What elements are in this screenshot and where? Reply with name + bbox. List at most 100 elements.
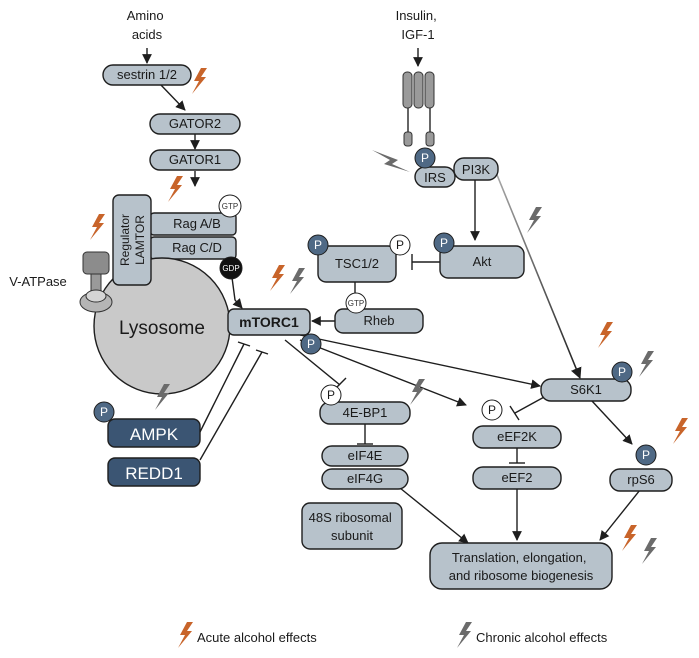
edge-ampk-mtorc1-bar xyxy=(237,341,251,347)
edge-s6k1-rps6 xyxy=(591,400,633,445)
svg-text:eEF2: eEF2 xyxy=(501,470,532,485)
rag-ab-node: Rag A/B xyxy=(149,212,237,236)
svg-text:4E-BP1: 4E-BP1 xyxy=(343,405,388,420)
phospho-ampk: P xyxy=(93,401,115,423)
v-atpase-label: V-ATPase xyxy=(9,274,67,289)
svg-text:LAMTOR: LAMTOR xyxy=(133,215,147,265)
chronic-bolt-icon xyxy=(642,538,657,564)
redd1-node: REDD1 xyxy=(107,457,201,487)
gdp-badge-rag: GDP xyxy=(219,256,243,280)
edge-redd1-mtorc1-bar xyxy=(255,349,269,355)
svg-text:P: P xyxy=(314,238,322,252)
edge-rps6-translation xyxy=(599,489,641,541)
irs-node: IRS xyxy=(414,166,456,188)
chronic-legend-bolt-icon xyxy=(457,622,472,648)
edge-s6k1-eef2k xyxy=(514,395,547,414)
eef2-node: eEF2 xyxy=(472,466,562,490)
acute-bolt-icon xyxy=(270,265,285,291)
acute-bolt-icon xyxy=(192,68,207,94)
chronic-bolt-icon xyxy=(372,150,410,172)
ampk-node: AMPK xyxy=(107,418,201,448)
edge-redd1-mtorc1 xyxy=(199,351,263,461)
edge-mtorc1-s6k1 xyxy=(299,334,541,389)
svg-text:eIF4E: eIF4E xyxy=(348,448,383,463)
svg-text:P: P xyxy=(100,405,108,419)
svg-text:GATOR2: GATOR2 xyxy=(169,116,221,131)
svg-text:Translation, elongation,: Translation, elongation, and ribosome bi… xyxy=(449,550,594,583)
eif4e-node: eIF4E xyxy=(321,445,409,467)
svg-text:Lysosome: Lysosome xyxy=(119,318,205,339)
svg-text:TSC1/2: TSC1/2 xyxy=(335,256,379,271)
mtorc1-node: mTORC1 xyxy=(227,308,311,336)
svg-text:GDP: GDP xyxy=(222,264,239,273)
chronic-bolt-icon xyxy=(527,207,542,233)
svg-text:P: P xyxy=(421,151,429,165)
phospho-4ebp1: P xyxy=(320,384,342,406)
eef2k-node: eEF2K xyxy=(472,425,562,449)
svg-text:Regulator: Regulator xyxy=(118,214,132,266)
svg-text:Rag A/B: Rag A/B xyxy=(173,216,221,231)
phospho-irs: P xyxy=(414,147,436,169)
svg-text:AMPK: AMPK xyxy=(130,425,179,444)
chronic-legend-label: Chronic alcohol effects xyxy=(476,630,608,645)
4ebp1-node: 4E-BP1 xyxy=(319,401,411,425)
acute-bolt-icon xyxy=(90,214,105,240)
acute-legend-label: Acute alcohol effects xyxy=(197,630,317,645)
edge-rag-mtorc1 xyxy=(230,269,243,309)
pi3k-node: PI3K xyxy=(453,157,499,181)
ribosomal-subunit-node: 48S ribosomal subunit xyxy=(301,502,403,550)
phospho-tsc-unfilled: P xyxy=(389,234,411,256)
svg-text:Rheb: Rheb xyxy=(363,313,394,328)
phospho-rps6: P xyxy=(635,444,657,466)
svg-text:S6K1: S6K1 xyxy=(570,382,602,397)
svg-text:P: P xyxy=(642,448,650,462)
svg-text:P: P xyxy=(396,238,404,252)
gator1-node: GATOR1 xyxy=(149,149,241,171)
insulin-label: Insulin, IGF-1 xyxy=(396,8,441,42)
svg-text:eEF2K: eEF2K xyxy=(497,429,537,444)
akt-node: Akt xyxy=(439,245,525,279)
amino-acids-label: Amino acids xyxy=(127,8,167,42)
phospho-akt: P xyxy=(433,232,455,254)
acute-legend-bolt-icon xyxy=(178,622,193,648)
svg-text:mTORC1: mTORC1 xyxy=(239,314,299,330)
phospho-eef2k: P xyxy=(481,399,503,421)
edge-pi3k-s6k1 xyxy=(494,169,582,380)
svg-text:sestrin 1/2: sestrin 1/2 xyxy=(117,67,177,82)
svg-text:P: P xyxy=(307,337,315,351)
edge-sestrin-gator2 xyxy=(159,83,186,111)
svg-text:GTP: GTP xyxy=(348,299,364,308)
tsc-node: TSC1/2 xyxy=(317,245,397,283)
edge-eif4g-translation xyxy=(399,487,469,544)
edges xyxy=(142,48,641,544)
eif4g-node: eIF4G xyxy=(321,468,409,490)
svg-text:IRS: IRS xyxy=(424,170,446,185)
phospho-badges: P P P P P P P P P P xyxy=(93,147,657,466)
svg-text:GATOR1: GATOR1 xyxy=(169,152,221,167)
svg-text:48S ribosomal subunit: 48S ribosomal subunit xyxy=(309,510,396,543)
phospho-s6k1: P xyxy=(611,361,633,383)
svg-text:eIF4G: eIF4G xyxy=(347,471,383,486)
insulin-receptor xyxy=(402,71,435,147)
svg-text:REDD1: REDD1 xyxy=(125,464,183,483)
chronic-bolt-icon xyxy=(290,268,305,294)
svg-text:rpS6: rpS6 xyxy=(627,472,654,487)
chronic-bolt-icon xyxy=(410,379,425,405)
rheb-node: Rheb xyxy=(334,308,424,334)
chronic-bolts xyxy=(155,150,657,564)
sestrin-node: sestrin 1/2 xyxy=(102,64,192,86)
svg-text:PI3K: PI3K xyxy=(462,162,491,177)
legend: Acute alcohol effects Chronic alcohol ef… xyxy=(178,622,608,648)
phospho-tsc: P xyxy=(307,234,329,256)
acute-bolt-icon xyxy=(168,176,183,202)
rag-cd-node: Rag C/D xyxy=(149,236,237,260)
translation-node: Translation, elongation, and ribosome bi… xyxy=(429,542,613,590)
svg-text:P: P xyxy=(327,388,335,402)
svg-text:Akt: Akt xyxy=(473,254,492,269)
gtp-badge-rag: GTP xyxy=(218,194,242,218)
chronic-bolt-icon xyxy=(639,351,654,377)
s6k1-node: S6K1 xyxy=(540,378,632,402)
edge-s6k1-eef2k-bar xyxy=(509,405,520,421)
phospho-mtorc1: P xyxy=(300,333,322,355)
